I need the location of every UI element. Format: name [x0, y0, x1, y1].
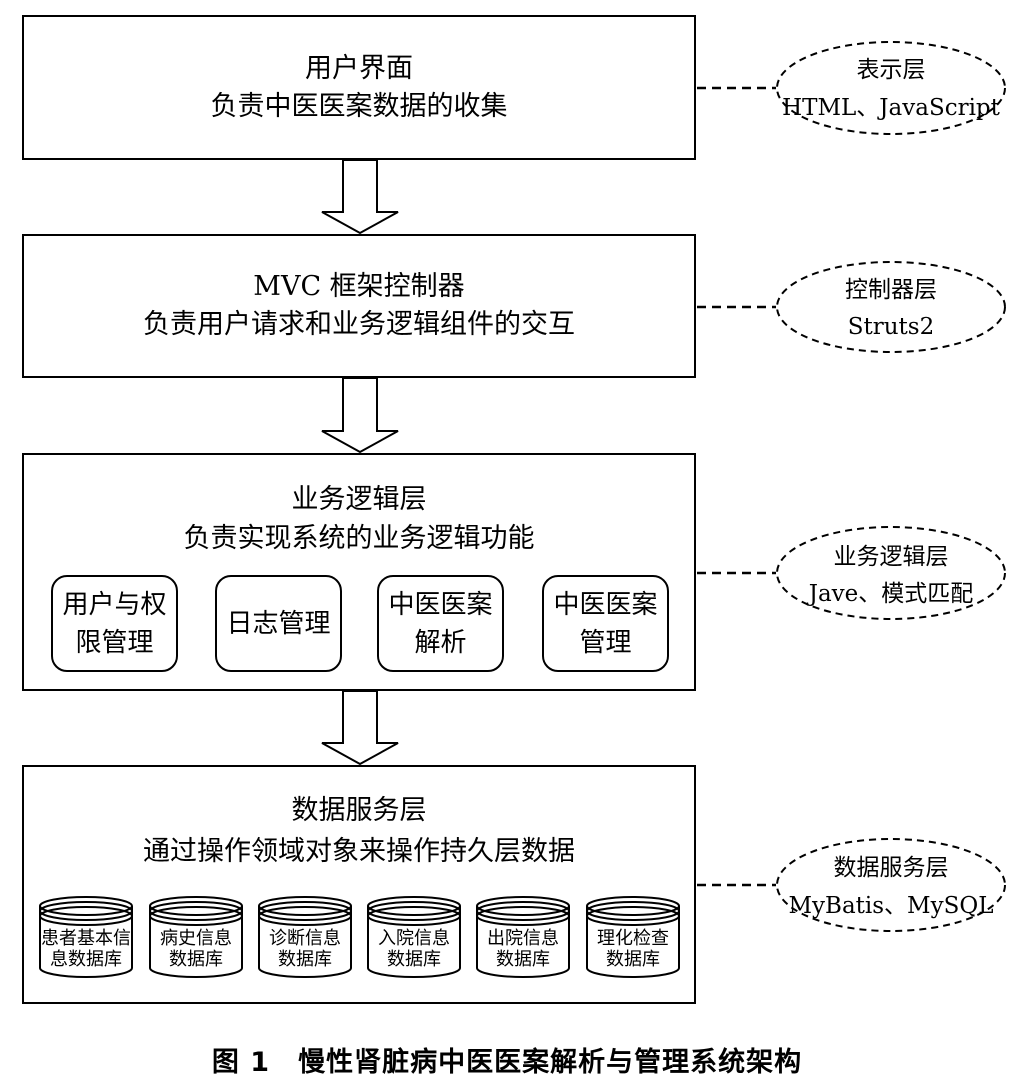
db-line: 数据库 — [278, 949, 332, 970]
database-cylinder-rim — [258, 906, 352, 926]
presentation-layer-subtitle: 负责中医医案数据的收集 — [210, 91, 508, 122]
down-arrow-1 — [321, 159, 399, 235]
tier-ellipse-2 — [776, 261, 1006, 353]
module-line: 限管理 — [75, 627, 154, 658]
db-line: 出院信息 — [487, 928, 559, 949]
presentation-layer-box: 用户界面 负责中医医案数据的收集 — [22, 15, 696, 160]
figure-caption: 图 1 慢性肾脏病中医医案解析与管理系统架构 — [0, 1040, 1014, 1079]
tier-ellipse-3 — [776, 526, 1006, 620]
tier-name-business: 业务逻辑层 — [833, 544, 949, 570]
database-cylinder-rim — [586, 906, 680, 926]
db-line: 数据库 — [387, 949, 441, 970]
tier-name-data-service: 数据服务层 — [833, 855, 949, 881]
tier-tech-business: Jave、模式匹配 — [808, 581, 974, 607]
module-line: 解析 — [414, 627, 467, 658]
db-line: 理化检查 — [597, 928, 669, 949]
database-label: 理化检查数据库 — [577, 928, 689, 970]
module-line: 管理 — [579, 627, 632, 658]
db-line: 病史信息 — [160, 928, 232, 949]
module-case-parsing: 中医医案解析 — [377, 575, 504, 672]
database-cylinder-rim — [476, 901, 570, 921]
data-service-layer-subtitle: 通过操作领域对象来操作持久层数据 — [143, 836, 575, 867]
module-line: 用户与权 — [62, 589, 167, 620]
module-user-permission: 用户与权限管理 — [51, 575, 178, 672]
down-arrow-3 — [321, 690, 399, 766]
tier-ellipse-1 — [776, 41, 1006, 135]
module-line: 日志管理 — [226, 608, 331, 639]
tier-tech-presentation: HTML、JavaScript — [782, 95, 1000, 121]
database-label: 诊断信息数据库 — [249, 928, 361, 970]
module-case-management: 中医医案管理 — [542, 575, 669, 672]
database-cylinder-rim — [39, 901, 133, 921]
database-cylinder-rim — [367, 901, 461, 921]
down-arrow-2 — [321, 377, 399, 454]
controller-layer-box: MVC 框架控制器 负责用户请求和业务逻辑组件的交互 — [22, 234, 696, 378]
database-label: 入院信息数据库 — [358, 928, 470, 970]
db-line: 数据库 — [169, 949, 223, 970]
business-layer-subtitle: 负责实现系统的业务逻辑功能 — [183, 523, 535, 554]
database-label: 患者基本信息数据库 — [30, 928, 142, 970]
tier-name-presentation: 表示层 — [856, 57, 926, 83]
tier-tech-controller: Struts2 — [847, 314, 935, 340]
presentation-layer-title: 用户界面 — [305, 53, 413, 84]
database-cylinder-rim — [149, 906, 243, 926]
database-cylinder-rim — [476, 906, 570, 926]
database-cylinder-rim — [367, 906, 461, 926]
module-line: 中医医案 — [553, 589, 658, 620]
tier-ellipse-4 — [776, 838, 1006, 932]
module-log-management: 日志管理 — [215, 575, 342, 672]
database-cylinder-rim — [39, 906, 133, 926]
database-cylinder-rim — [149, 901, 243, 921]
controller-layer-title: MVC 框架控制器 — [253, 271, 465, 302]
db-line: 诊断信息 — [269, 928, 341, 949]
database-label: 出院信息数据库 — [467, 928, 579, 970]
data-service-layer-box: 数据服务层 通过操作领域对象来操作持久层数据 — [22, 765, 696, 1004]
controller-layer-subtitle: 负责用户请求和业务逻辑组件的交互 — [143, 309, 575, 340]
db-line: 患者基本信 — [41, 928, 131, 949]
database-label: 病史信息数据库 — [140, 928, 252, 970]
tier-name-controller: 控制器层 — [845, 277, 937, 303]
business-layer-title: 业务逻辑层 — [291, 484, 427, 515]
module-line: 中医医案 — [388, 589, 493, 620]
db-line: 数据库 — [606, 949, 660, 970]
db-line: 数据库 — [496, 949, 550, 970]
database-cylinder-rim — [258, 901, 352, 921]
db-line: 息数据库 — [50, 949, 122, 970]
tier-tech-data-service: MyBatis、MySQL — [788, 893, 994, 919]
data-service-layer-title: 数据服务层 — [291, 795, 427, 826]
database-cylinder-rim — [586, 901, 680, 921]
figure-caption-text: 慢性肾脏病中医医案解析与管理系统架构 — [298, 1047, 803, 1078]
db-line: 入院信息 — [378, 928, 450, 949]
figure-number: 图 1 — [211, 1047, 271, 1078]
